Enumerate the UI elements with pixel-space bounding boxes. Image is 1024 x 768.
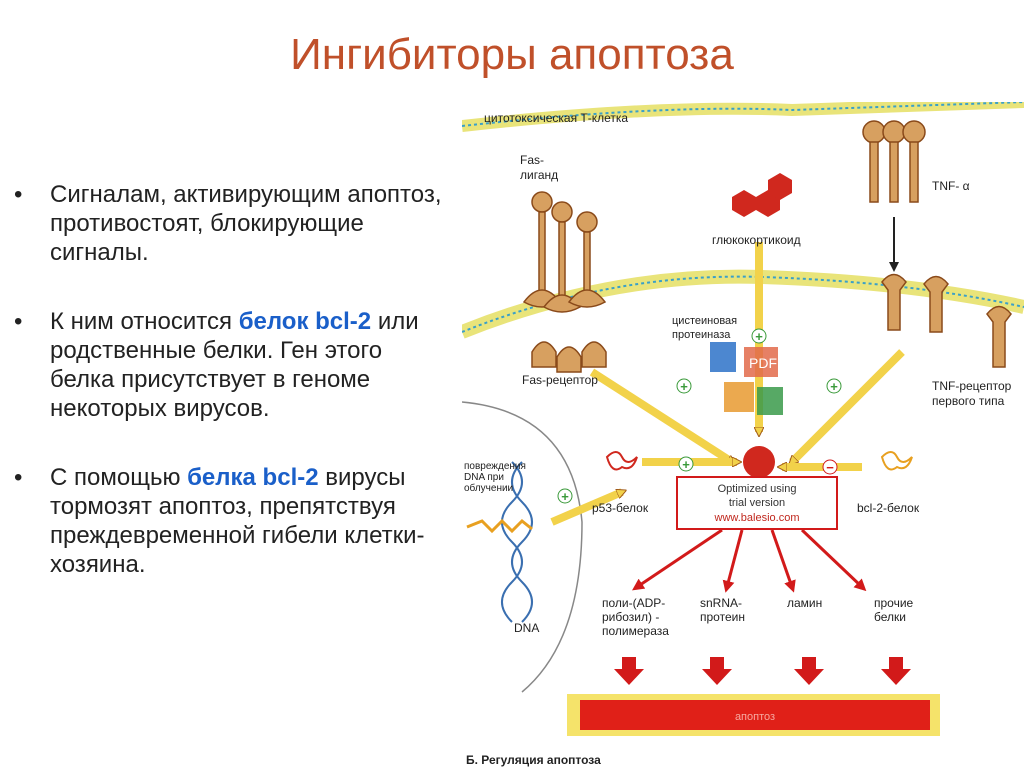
dna-damage-label: DNA при (464, 472, 504, 483)
bullet-list: • Сигналам, активирующим апоптоз, против… (10, 180, 450, 619)
snrna-label: snRNA- (700, 596, 742, 610)
slide-title: Ингибиторы апоптоза (290, 30, 734, 79)
glucocorticoid-icon (732, 173, 792, 217)
bullet-text: вирусы тормозят апоптоз, препятствуя пре… (50, 464, 425, 578)
bullet-text: Сигналам, активирующим апоптоз, противос… (50, 181, 442, 266)
fas-ligand-receptor-icon (522, 191, 607, 373)
caspase-target-arrows (632, 528, 867, 593)
parp-label: поли-(ADP- (602, 596, 665, 610)
watermark-line: Optimized using (718, 483, 797, 495)
highlight-bcl2: белка bcl-2 (187, 464, 319, 491)
apoptosis-label: апоптоз (735, 711, 775, 723)
nucleus-outline (462, 401, 583, 693)
bullet-text: К ним относится (50, 308, 239, 335)
figure-caption: Б. Регуляция апоптоза (466, 753, 601, 767)
tnf-receptor-label: TNF-рецептор (932, 379, 1012, 393)
fas-ligand-label: лиганд (520, 168, 558, 182)
regulation-signs: + + + + + − (557, 328, 842, 504)
tnf-icon (862, 120, 926, 203)
cysteine-protease-label: протеиназа (672, 329, 731, 341)
parp-label: рибозил) - (602, 610, 659, 624)
dna-label: DNA (514, 621, 539, 635)
bullet-text: или родственные белки. Ген этого белка п… (50, 308, 419, 422)
caspase-icon (743, 446, 775, 478)
svg-text:+: + (680, 379, 688, 394)
bcl2-protein-icon (880, 451, 913, 471)
parp-label: полимераза (602, 624, 669, 638)
t-cell-label: цитотоксическая Т-клетка (484, 111, 628, 125)
other-proteins-label: прочие (874, 596, 914, 610)
p53-protein-icon (605, 451, 638, 471)
tnf-receptor-label: первого типа (932, 394, 1005, 408)
tnf-receptor-icon (881, 273, 1012, 368)
office-icons-watermark: PDF (710, 342, 783, 415)
p53-label: p53-белок (592, 501, 649, 515)
dna-helix-icon (501, 461, 533, 623)
snrna-label: протеин (700, 610, 745, 624)
radiation-icon (466, 518, 533, 534)
cysteine-protease-label: цистеиновая (672, 315, 737, 327)
apoptosis-arrows (614, 657, 911, 685)
dna-damage-label: повреждения (464, 461, 526, 472)
bullet-marker: • (14, 464, 23, 491)
dna-damage-label: облучении (464, 482, 513, 494)
bcl2-label: bcl-2-белок (857, 501, 920, 515)
watermark-link: www.balesio.com (714, 512, 800, 524)
bullet-text: С помощью (50, 464, 188, 491)
bullet-marker: • (14, 181, 23, 208)
bullet-item: • С помощью белка bcl-2 вирусы тормозят … (10, 463, 450, 579)
svg-text:+: + (755, 329, 763, 344)
highlight-bcl2: белок bcl-2 (238, 308, 372, 335)
other-proteins-label: белки (874, 610, 906, 624)
bullet-item: • К ним относится белок bcl-2 или родств… (10, 307, 450, 423)
apoptosis-bar (580, 700, 930, 730)
svg-text:−: − (826, 460, 834, 475)
pdf-icon: PDF (749, 355, 777, 371)
tnf-label: TNF- α (932, 179, 970, 193)
fas-receptor-label: Fas-рецептор (522, 373, 598, 387)
svg-text:+: + (682, 457, 690, 472)
watermark-line: trial version (729, 497, 785, 509)
fas-ligand-label: Fas- (520, 153, 544, 167)
svg-text:+: + (830, 379, 838, 394)
lamin-label: ламин (787, 596, 822, 610)
bullet-item: • Сигналам, активирующим апоптоз, против… (10, 180, 450, 267)
t-cell-membrane-pattern (462, 102, 1024, 127)
svg-text:+: + (561, 489, 569, 504)
bullet-marker: • (14, 308, 23, 335)
apoptosis-regulation-diagram: PDF Optimized using trial version www.ba… (462, 102, 1024, 768)
watermark-box (676, 476, 838, 530)
glucocorticoid-label: глюкокортикоид (712, 233, 801, 247)
